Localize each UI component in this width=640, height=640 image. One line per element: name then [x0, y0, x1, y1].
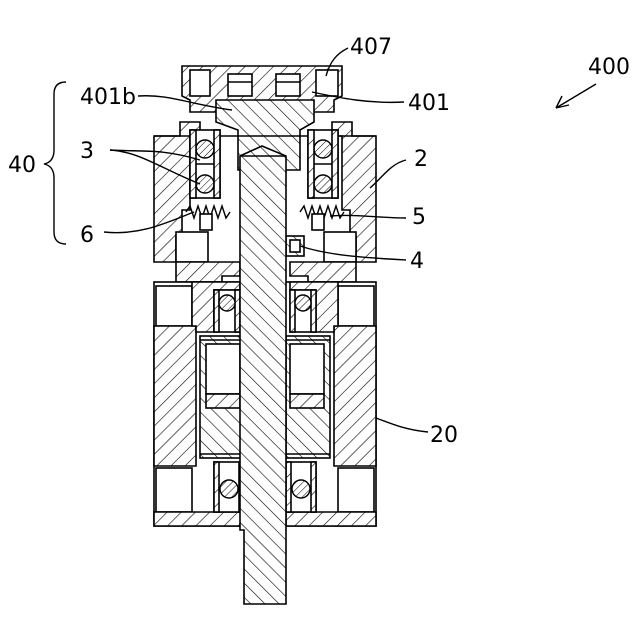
label-2: 2	[414, 147, 428, 172]
label-40: 40	[8, 153, 36, 178]
main-shaft	[240, 146, 286, 604]
bearing-pair-3-left	[190, 130, 220, 198]
label-4: 4	[410, 249, 424, 274]
spring-5	[300, 206, 344, 230]
label-20: 20	[430, 423, 458, 448]
bearing-middle-left	[214, 290, 240, 332]
label-400: 400	[588, 55, 630, 80]
label-407: 407	[350, 35, 392, 60]
bearing-lower-right	[286, 462, 316, 512]
assembly-40-brace	[44, 82, 66, 244]
bearing-pair-3-right	[308, 130, 338, 198]
label-3: 3	[80, 139, 94, 164]
spring-6	[186, 206, 230, 230]
label-401: 401	[408, 91, 450, 116]
bearing-middle-right	[290, 290, 316, 332]
label-6: 6	[80, 223, 94, 248]
label-401b: 401b	[80, 85, 136, 110]
label-5: 5	[412, 205, 426, 230]
